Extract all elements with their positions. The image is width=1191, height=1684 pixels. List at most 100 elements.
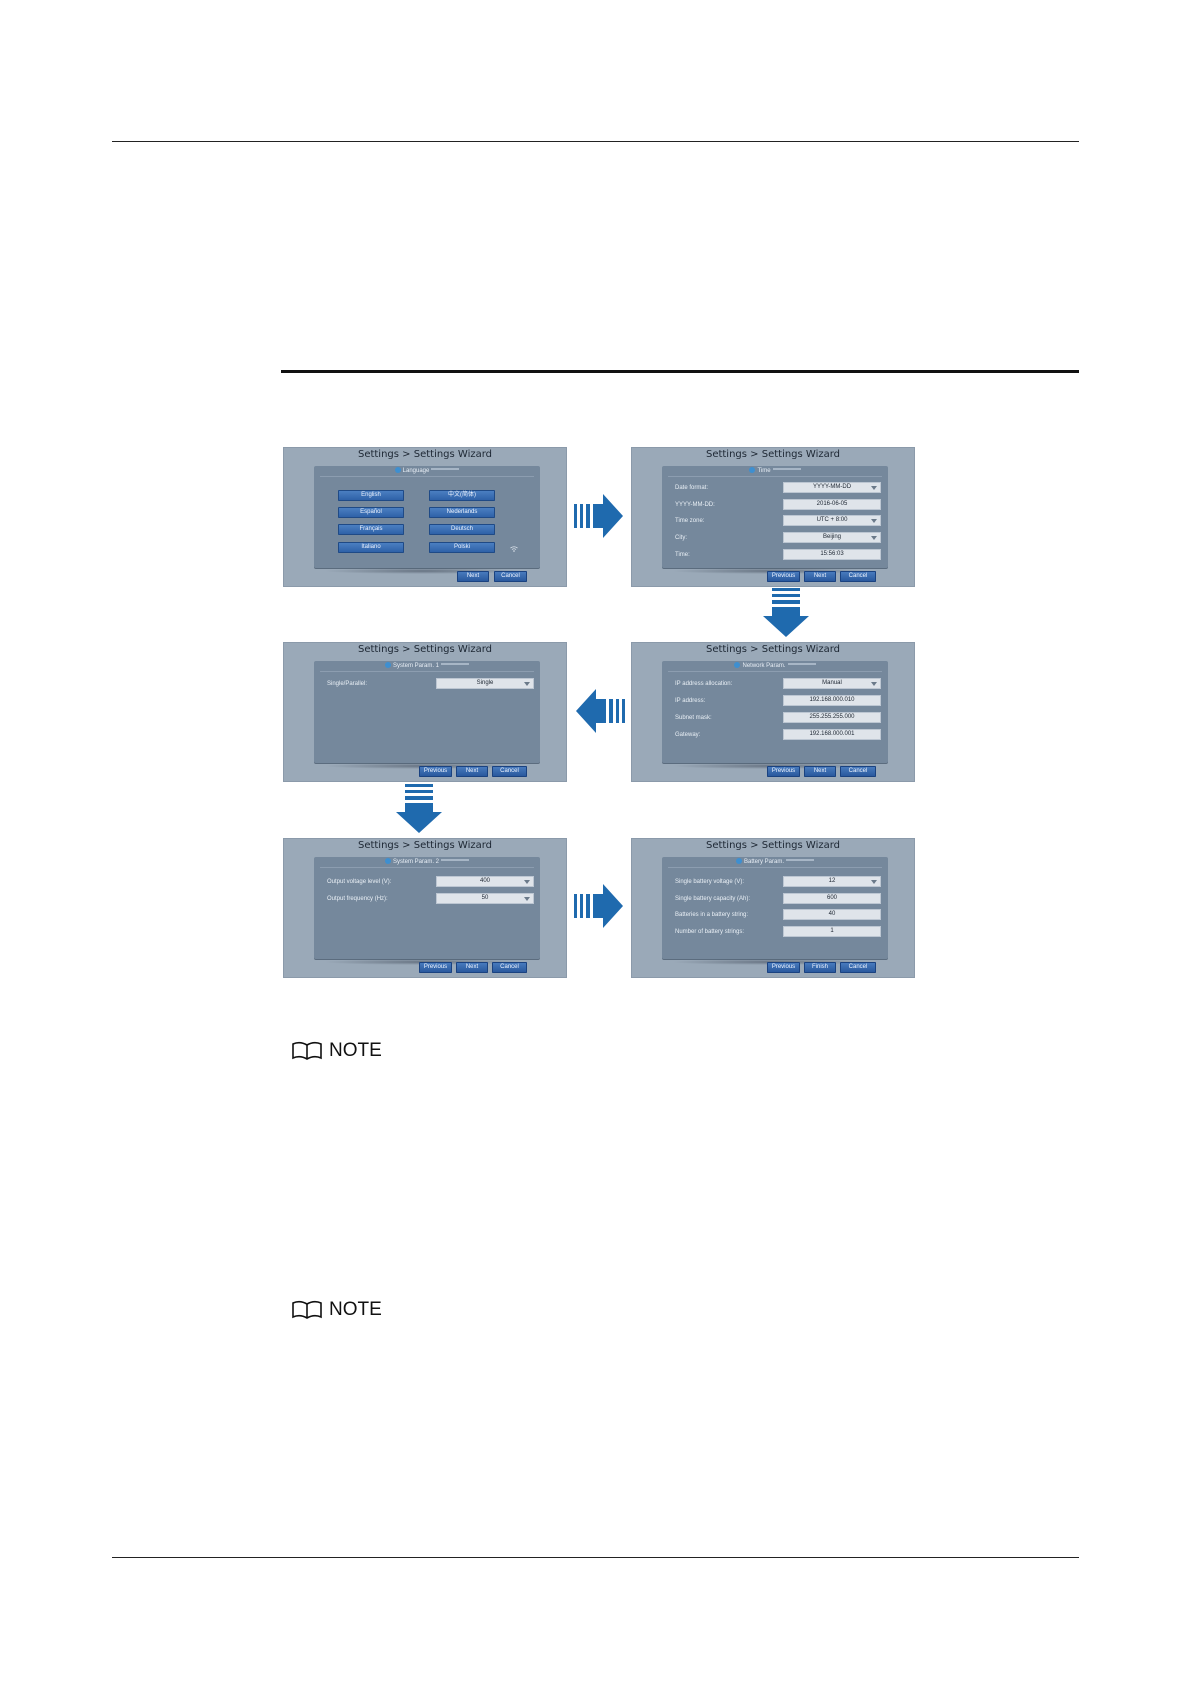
arrow-down-icon bbox=[763, 588, 809, 637]
language-button-italiano[interactable]: Italiano bbox=[338, 542, 404, 553]
screen-time: Settings > Settings Wizard Time Date for… bbox=[631, 447, 915, 587]
previous-button[interactable]: Previous bbox=[767, 766, 800, 777]
next-button[interactable]: Next bbox=[804, 571, 836, 582]
note-label: NOTE bbox=[329, 1299, 382, 1320]
panel-title-text: Language bbox=[402, 468, 430, 474]
panel-title-text: Battery Param. bbox=[743, 859, 784, 865]
batteries-in-string-label: Batteries in a battery string: bbox=[675, 912, 749, 918]
screen-network-param: Settings > Settings Wizard Network Param… bbox=[631, 642, 915, 782]
screen-title: Settings > Settings Wizard bbox=[705, 840, 841, 851]
cancel-button[interactable]: Cancel bbox=[840, 766, 876, 777]
cancel-button[interactable]: Cancel bbox=[840, 571, 876, 582]
previous-button[interactable]: Previous bbox=[419, 766, 452, 777]
cancel-button[interactable]: Cancel bbox=[840, 962, 876, 973]
battery-strings-label: Number of battery strings: bbox=[675, 929, 745, 935]
city-label: City: bbox=[675, 535, 687, 541]
previous-button[interactable]: Previous bbox=[767, 571, 800, 582]
language-button-chinese[interactable]: 中文(简体) bbox=[429, 490, 495, 501]
next-button[interactable]: Next bbox=[456, 962, 488, 973]
gateway-input[interactable]: 192.168.000.001 bbox=[783, 729, 881, 740]
output-frequency-label: Output frequency (Hz): bbox=[327, 896, 388, 902]
language-button-espanol[interactable]: Español bbox=[338, 507, 404, 518]
progress-bar bbox=[441, 859, 469, 861]
output-voltage-select[interactable]: 400 bbox=[436, 876, 534, 887]
progress-bar bbox=[441, 663, 469, 665]
battery-voltage-select[interactable]: 12 bbox=[783, 876, 881, 887]
language-button-nederlands[interactable]: Nederlands bbox=[429, 507, 495, 518]
network-icon bbox=[734, 662, 741, 668]
panel-divider bbox=[668, 476, 882, 477]
time-label: Time: bbox=[675, 552, 690, 558]
progress-bar bbox=[787, 663, 816, 665]
date-format-select[interactable]: YYYY-MM-DD bbox=[783, 482, 881, 493]
progress-bar bbox=[772, 468, 801, 470]
arrow-right-icon bbox=[574, 494, 623, 538]
system-param-2-panel: System Param. 2 bbox=[314, 857, 540, 959]
battery-voltage-label: Single battery voltage (V): bbox=[675, 879, 745, 885]
screen-battery-param: Settings > Settings Wizard Battery Param… bbox=[631, 838, 915, 978]
ip-allocation-select[interactable]: Manual bbox=[783, 678, 881, 689]
panel-title: Time bbox=[662, 467, 888, 474]
screen-title: Settings > Settings Wizard bbox=[705, 644, 841, 655]
cancel-button[interactable]: Cancel bbox=[492, 962, 527, 973]
arrow-left-icon bbox=[576, 689, 625, 733]
next-button[interactable]: Next bbox=[804, 766, 836, 777]
battery-param-panel: Battery Param. bbox=[662, 857, 888, 959]
screen-title: Settings > Settings Wizard bbox=[357, 644, 493, 655]
panel-shadow bbox=[323, 568, 523, 574]
arrow-down-icon bbox=[396, 784, 442, 833]
time-zone-label: Time zone: bbox=[675, 518, 705, 524]
language-button-deutsch[interactable]: Deutsch bbox=[429, 524, 495, 535]
battery-strings-input[interactable]: 1 bbox=[783, 926, 881, 937]
clock-icon bbox=[749, 467, 756, 473]
language-button-polski[interactable]: Polski bbox=[429, 542, 495, 553]
language-button-english[interactable]: English bbox=[338, 490, 404, 501]
time-input[interactable]: 15:56:03 bbox=[783, 549, 881, 560]
city-select[interactable]: Beijing bbox=[783, 532, 881, 543]
panel-title: Battery Param. bbox=[662, 858, 888, 865]
language-panel: Language English 中文(简体) Español Nederlan… bbox=[314, 466, 540, 568]
battery-icon bbox=[735, 858, 742, 864]
finish-button[interactable]: Finish bbox=[804, 962, 836, 973]
previous-button[interactable]: Previous bbox=[419, 962, 452, 973]
battery-capacity-input[interactable]: 600 bbox=[783, 893, 881, 904]
cancel-button[interactable]: Cancel bbox=[492, 766, 527, 777]
date-input[interactable]: 2016-06-05 bbox=[783, 499, 881, 510]
header-rule bbox=[112, 141, 1079, 142]
ip-address-input[interactable]: 192.168.000.010 bbox=[783, 695, 881, 706]
wifi-icon bbox=[510, 546, 518, 552]
previous-button[interactable]: Previous bbox=[767, 962, 800, 973]
panel-title: System Param. 1 bbox=[314, 662, 540, 669]
note-heading: NOTE bbox=[291, 1040, 382, 1062]
date-label: YYYY-MM-DD: bbox=[675, 502, 715, 508]
panel-title-text: System Param. 2 bbox=[392, 859, 439, 865]
panel-title-text: Network Param. bbox=[742, 663, 786, 669]
screen-system-param-2: Settings > Settings Wizard System Param.… bbox=[283, 838, 567, 978]
single-parallel-label: Single/Parallel: bbox=[327, 681, 368, 687]
note-heading: NOTE bbox=[291, 1299, 382, 1321]
subnet-mask-input[interactable]: 255.255.255.000 bbox=[783, 712, 881, 723]
gateway-label: Gateway: bbox=[675, 732, 701, 738]
single-parallel-select[interactable]: Single bbox=[436, 678, 534, 689]
next-button[interactable]: Next bbox=[457, 571, 489, 582]
screen-title: Settings > Settings Wizard bbox=[705, 449, 841, 460]
ip-address-label: IP address: bbox=[675, 698, 706, 704]
language-button-francais[interactable]: Français bbox=[338, 524, 404, 535]
book-icon bbox=[292, 1041, 322, 1060]
panel-divider bbox=[320, 671, 534, 672]
panel-title: System Param. 2 bbox=[314, 858, 540, 865]
footer-rule bbox=[112, 1557, 1079, 1558]
next-button[interactable]: Next bbox=[456, 766, 488, 777]
cancel-button[interactable]: Cancel bbox=[494, 571, 527, 582]
panel-divider bbox=[320, 476, 534, 477]
batteries-in-string-input[interactable]: 40 bbox=[783, 909, 881, 920]
date-format-label: Date format: bbox=[675, 485, 709, 491]
progress-bar bbox=[431, 468, 460, 470]
output-voltage-label: Output voltage level (V): bbox=[327, 879, 392, 885]
time-zone-select[interactable]: UTC + 8:00 bbox=[783, 515, 881, 526]
output-frequency-select[interactable]: 50 bbox=[436, 893, 534, 904]
note-label: NOTE bbox=[329, 1040, 382, 1061]
panel-title: Network Param. bbox=[662, 662, 888, 669]
screen-system-param-1: Settings > Settings Wizard System Param.… bbox=[283, 642, 567, 782]
settings-icon bbox=[384, 858, 391, 864]
